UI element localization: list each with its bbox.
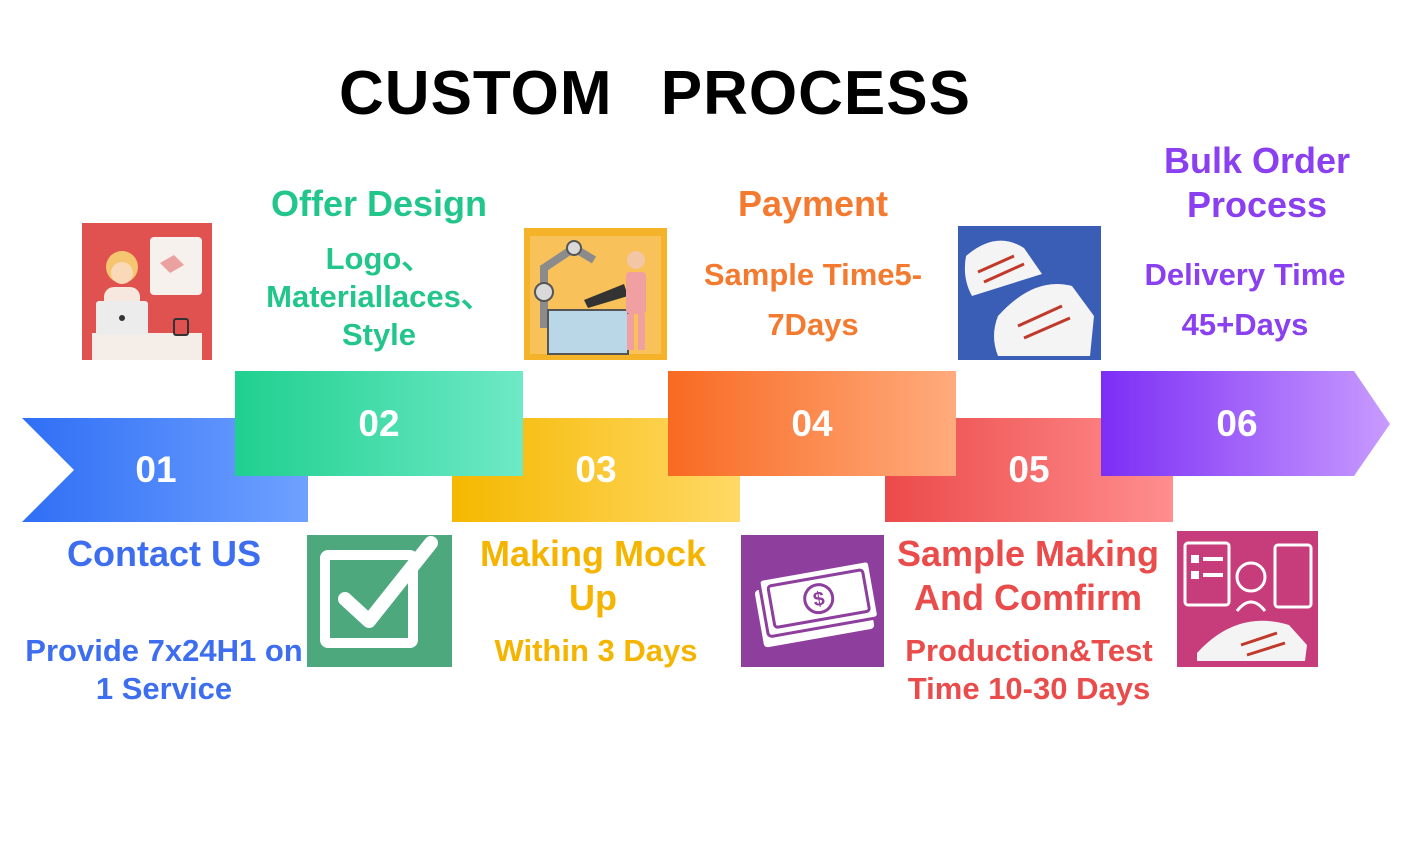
step-02-detail: Logo、Materiallaces、Style [252, 240, 506, 354]
step-03-heading: Making Mock Up [458, 532, 728, 620]
woman-at-laptop-icon [82, 223, 212, 360]
step-01-detail: Provide 7x24H1 on 1 Service [14, 632, 314, 708]
checkmark-icon [307, 535, 452, 667]
step-03-detail: Within 3 Days [446, 632, 746, 670]
step-number-03: 03 [536, 450, 656, 490]
money-stack-icon: $ [741, 535, 884, 667]
step-06-heading: Bulk Order Process [1127, 139, 1387, 227]
step-01-heading: Contact US [14, 532, 314, 576]
step-05-detail: Production&Test Time 10-30 Days [884, 632, 1174, 708]
step-number-04: 04 [752, 404, 872, 444]
step-04-heading: Payment [663, 182, 963, 226]
step-number-05: 05 [969, 450, 1089, 490]
step-04-detail: Sample Time5-7Days [683, 250, 943, 350]
step-06-detail: Delivery Time 45+Days [1115, 250, 1375, 350]
step-number-02: 02 [319, 404, 439, 444]
step-number-06: 06 [1177, 404, 1297, 444]
step-number-01: 01 [96, 450, 216, 490]
factory-robot-arm-icon [524, 228, 667, 360]
sneakers-icon [958, 226, 1101, 360]
quality-inspection-icon [1177, 531, 1318, 667]
step-02-heading: Offer Design [229, 182, 529, 226]
step-05-heading: Sample Making And Comfirm [878, 532, 1178, 620]
